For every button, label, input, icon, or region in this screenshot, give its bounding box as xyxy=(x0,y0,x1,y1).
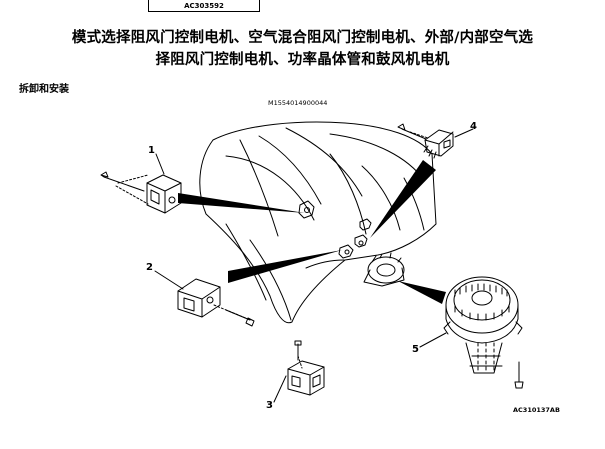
diagram-code: AC310137AB xyxy=(513,406,560,414)
part-3-air-select-damper-motor xyxy=(287,340,325,396)
reference-code: AC303592 xyxy=(184,2,224,10)
callout-leaders xyxy=(154,128,474,403)
blower-mount-on-housing xyxy=(363,252,405,287)
title-line-1: 模式选择阻风门控制电机、空气混合阻风门控制电机、外部/内部空气选 xyxy=(71,30,534,46)
part-4-power-transistor xyxy=(397,123,454,159)
leader-wedges xyxy=(178,160,446,304)
callout-4: 4 xyxy=(470,121,477,132)
housing-mount-points xyxy=(298,200,372,259)
heater-unit-housing xyxy=(199,121,437,324)
figure-code: M1554014900044 xyxy=(268,99,327,107)
callout-2: 2 xyxy=(146,262,153,273)
callout-3: 3 xyxy=(266,400,273,411)
callout-1: 1 xyxy=(148,145,155,156)
section-subtitle: 拆卸和安装 xyxy=(19,84,69,95)
callout-5: 5 xyxy=(412,344,419,355)
reference-box: AC303592 xyxy=(148,0,260,12)
title-line-2: 择阻风门控制电机、功率晶体管和鼓风机电机 xyxy=(155,52,450,68)
part-5-blower-motor xyxy=(443,276,524,389)
part-1-mode-damper-motor xyxy=(100,171,182,214)
part-2-air-mix-damper-motor xyxy=(177,278,255,327)
page-title: 模式选择阻风门控制电机、空气混合阻风门控制电机、外部/内部空气选 择阻风门控制电… xyxy=(0,27,605,71)
